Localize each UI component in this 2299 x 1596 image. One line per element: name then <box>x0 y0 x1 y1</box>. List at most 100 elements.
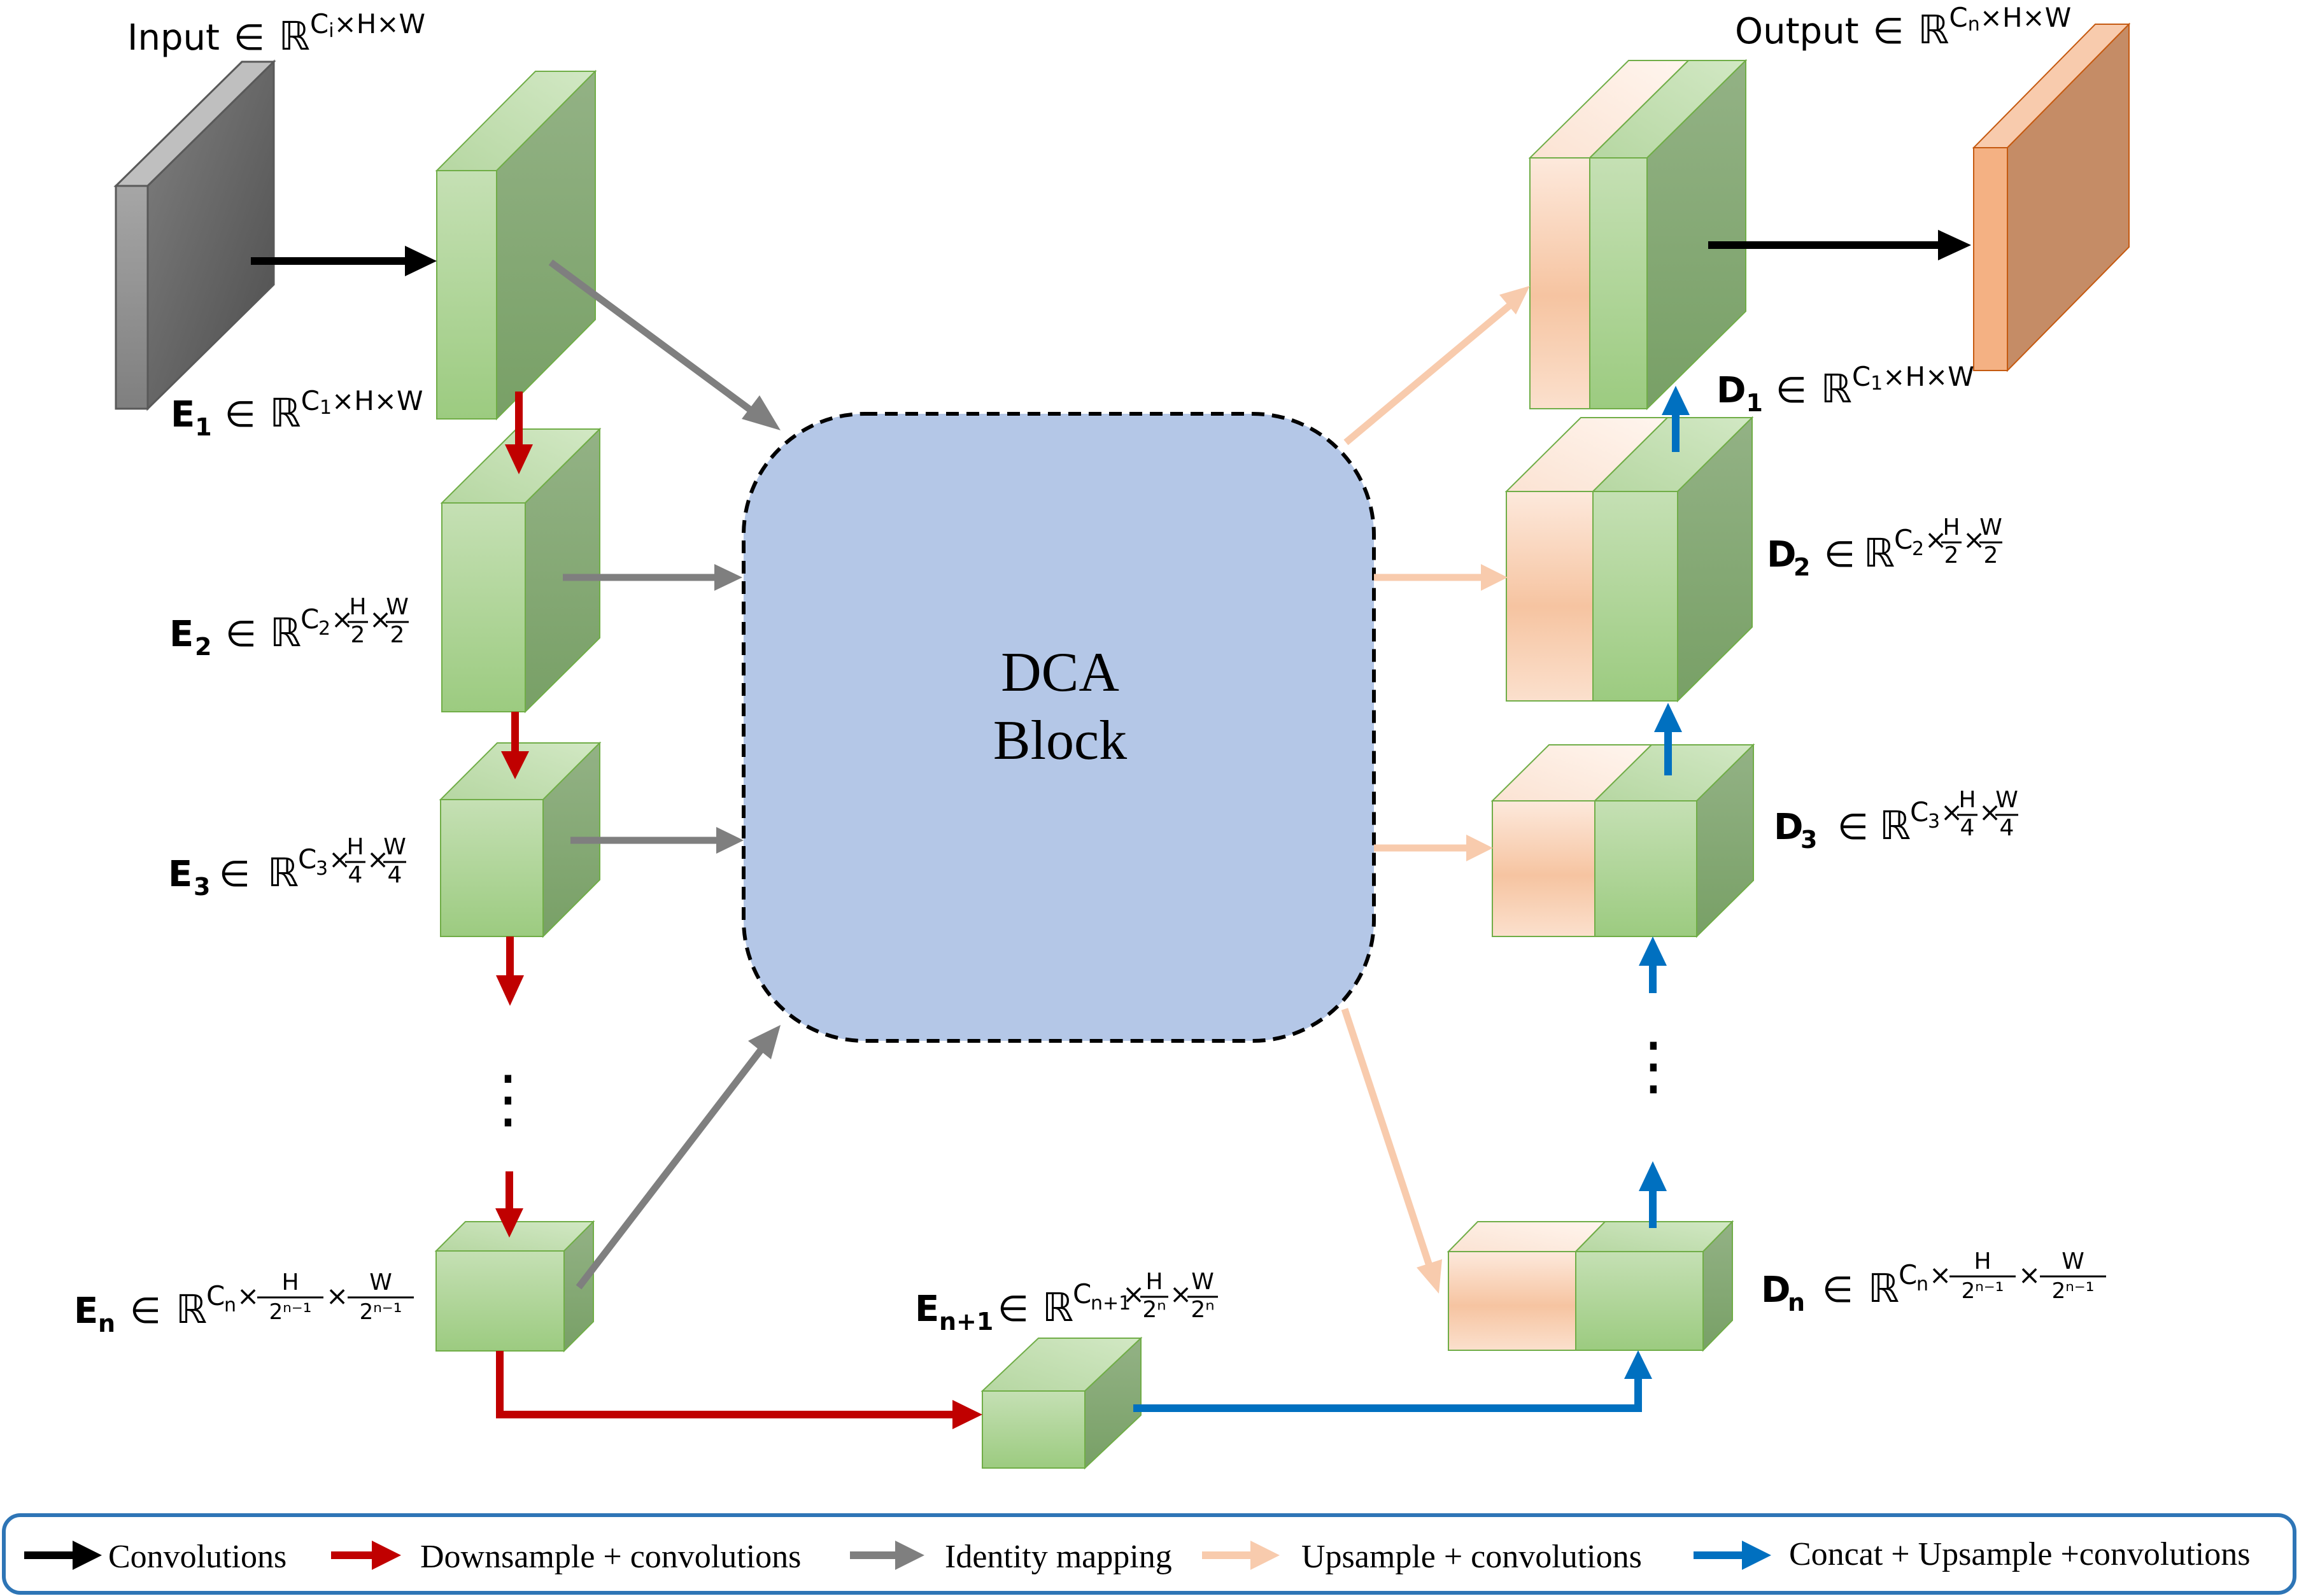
dimension-sub: 1 <box>320 397 332 419</box>
dimension-sub: n <box>224 1294 236 1317</box>
h-denominator: 2ⁿ⁻¹ <box>1962 1278 2004 1304</box>
w-numerator: W <box>386 594 409 620</box>
times-2: × <box>369 604 392 635</box>
tensor-name: D <box>1767 534 1796 576</box>
d1-block <box>1528 59 1748 411</box>
dimension-sup: C <box>1852 361 1871 392</box>
d3-label: D 3 ∈ ℝ C 3 × H 4 × W 4 <box>1774 787 2018 854</box>
h-denominator: 2 <box>1944 542 1959 568</box>
dimension-sup: C <box>298 844 316 875</box>
dca-block-label-line1: DCA <box>1001 642 1119 703</box>
dimension-sup: C <box>1073 1278 1091 1310</box>
dimension-sub: 1 <box>1871 372 1883 395</box>
e3-label: E 3 ∈ ℝ C 3 × H 4 × W 4 <box>168 834 406 901</box>
h-numerator: H <box>346 834 364 860</box>
en1-block <box>980 1336 1143 1470</box>
element-of-symbol: ∈ <box>1776 370 1807 411</box>
times-1: × <box>331 604 353 635</box>
d3-block <box>1490 743 1755 938</box>
legend-item-downsample: Downsample + convolutions <box>331 1539 801 1575</box>
tensor-name: E <box>169 614 194 655</box>
dimension-sup: C <box>310 8 329 39</box>
dimension-rest: ×H×W <box>332 385 423 416</box>
element-of-symbol: ∈ <box>130 1290 161 1332</box>
decoder-ellipsis: ⋮ <box>1622 1028 1685 1103</box>
e2-label: E 2 ∈ ℝ C 2 × H 2 × W 2 <box>169 594 409 661</box>
tensor-name: E <box>171 394 195 435</box>
tensor-sub: 2 <box>195 633 211 661</box>
times-2: × <box>1963 524 1985 555</box>
real-set-symbol: ℝ <box>1821 365 1852 412</box>
output-block <box>1972 22 2131 372</box>
h-numerator: H <box>1942 514 1960 540</box>
times-2: × <box>2018 1259 2041 1290</box>
dimension-sup: C <box>1910 796 1928 828</box>
d2-label: D 2 ∈ ℝ C 2 × H 2 × W 2 <box>1767 514 2002 581</box>
dimension-sub: n <box>1916 1273 1928 1296</box>
element-of-symbol: ∈ <box>219 854 250 895</box>
legend-item-identity: Identity mapping <box>850 1539 1172 1575</box>
legend-label: Upsample + convolutions <box>1301 1539 1642 1575</box>
tensor-name: D <box>1761 1269 1790 1311</box>
convolution-arrows <box>251 230 1971 276</box>
dimension-sup: C <box>206 1280 225 1311</box>
dimension-sup: C <box>301 385 320 416</box>
times-1: × <box>237 1280 259 1311</box>
tensor-sub: 1 <box>1746 389 1762 417</box>
times-2: × <box>1170 1278 1192 1310</box>
legend: Convolutions Downsample + convolutions I… <box>2 1513 2296 1595</box>
element-of-symbol: ∈ <box>225 614 257 655</box>
concat-upsample-arrows <box>1133 386 1690 1412</box>
downsample-arrows <box>495 392 982 1429</box>
h-numerator: H <box>1958 787 1976 813</box>
dca-block: DCA Block <box>742 412 1376 1043</box>
w-denominator: 2ⁿ⁻¹ <box>360 1299 402 1325</box>
dimension-sub: n <box>1968 13 1980 36</box>
w-numerator: W <box>1979 514 2002 540</box>
real-set-symbol: ℝ <box>270 609 301 656</box>
tensor-name: E <box>74 1290 98 1332</box>
tensor-sub: 1 <box>195 413 211 441</box>
d1-label: D1∈ℝC1×H×W <box>1716 361 1974 417</box>
element-of-symbol: ∈ <box>1837 807 1869 848</box>
tensor-name: E <box>168 854 192 895</box>
legend-item-concat-upsample: Concat + Upsample +convolutions <box>1694 1536 2250 1572</box>
w-numerator: W <box>369 1269 392 1296</box>
w-numerator: W <box>2062 1248 2084 1275</box>
h-denominator: 4 <box>1960 815 1975 841</box>
dimension-sup: C <box>1894 524 1913 555</box>
input-label: Input∈ℝCi×H×W <box>127 8 425 59</box>
en1-label: E n+1 ∈ ℝ C n+1 × H 2ⁿ × W 2ⁿ <box>915 1269 1218 1336</box>
w-denominator: 2 <box>390 622 405 648</box>
legend-arrow-icon <box>895 1541 924 1570</box>
dimension-rest: ×H×W <box>334 8 426 39</box>
legend-arrow-icon <box>1742 1541 1771 1570</box>
e1-label: E1∈ℝC1×H×W <box>171 385 423 441</box>
dimension-rest: ×H×W <box>1883 361 1974 392</box>
tensor-sub: 3 <box>1800 826 1817 854</box>
dimension-sub: 2 <box>1912 538 1924 560</box>
legend-arrow-icon <box>73 1541 102 1570</box>
tensor-sub: 2 <box>1793 553 1810 581</box>
dimension-sub: 2 <box>318 618 330 640</box>
h-denominator: 2ⁿ⁻¹ <box>269 1299 312 1325</box>
dimension-sup: C <box>301 604 319 635</box>
w-numerator: W <box>1995 787 2018 813</box>
dn-label: D n ∈ ℝ C n × H 2ⁿ⁻¹ × W 2ⁿ⁻¹ <box>1761 1248 2106 1317</box>
w-denominator: 4 <box>2000 815 2014 841</box>
h-numerator: H <box>1145 1269 1163 1295</box>
legend-label: Convolutions <box>108 1539 286 1575</box>
legend-border <box>2 1513 2296 1595</box>
dimension-rest: ×H×W <box>1980 2 2072 33</box>
h-numerator: H <box>1974 1248 1991 1275</box>
tensor-sub: n <box>98 1310 115 1338</box>
dimension-sub: 3 <box>316 858 328 880</box>
legend-item-convolutions: Convolutions <box>24 1539 286 1575</box>
w-numerator: W <box>1191 1269 1214 1295</box>
times-2: × <box>326 1280 348 1311</box>
real-set-symbol: ℝ <box>279 13 310 59</box>
times-1: × <box>1122 1278 1145 1310</box>
input-block <box>113 59 276 411</box>
element-of-symbol: ∈ <box>225 394 256 435</box>
